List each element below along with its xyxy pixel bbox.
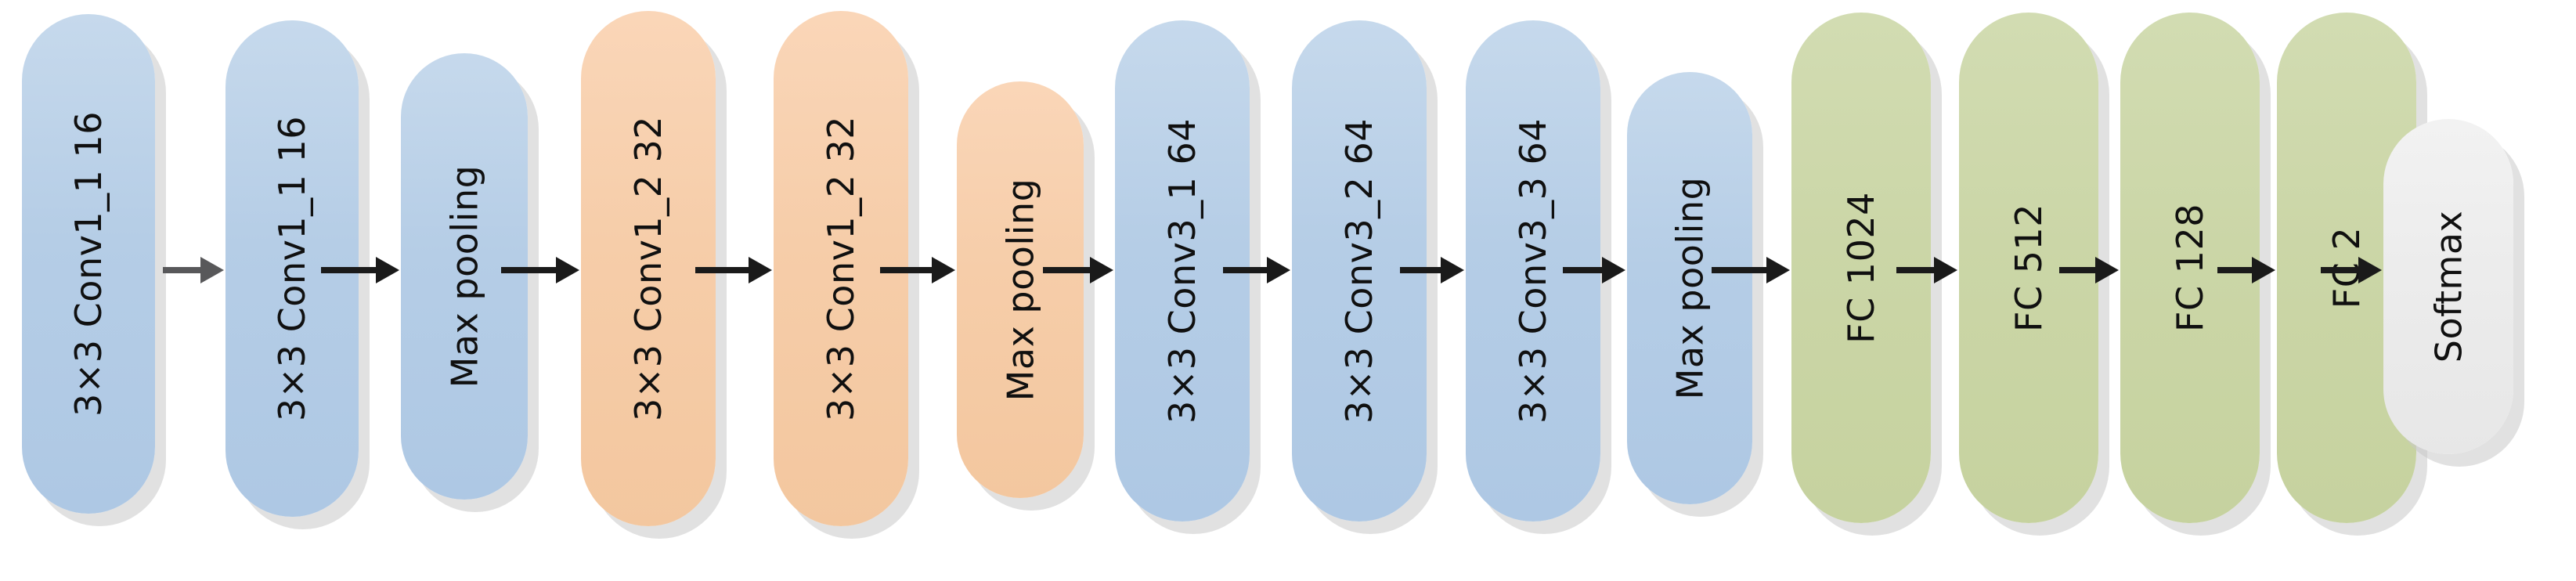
- layer-block-label: FC 128: [2169, 204, 2211, 332]
- arrow-head-icon: [1267, 257, 1290, 283]
- arrow-shaft: [321, 267, 377, 273]
- layer-block-conv1_2_a[interactable]: 3×3 Conv1_2 32: [581, 11, 716, 526]
- layer-block-softmax[interactable]: Softmax: [2383, 119, 2513, 454]
- arrow-head-icon: [376, 257, 399, 283]
- arrow-head-icon: [1766, 257, 1790, 283]
- layer-block-label: FC 1024: [1840, 192, 1882, 344]
- arrow-shaft: [1563, 267, 1604, 273]
- layer-block-pool1[interactable]: Max pooling: [401, 53, 528, 500]
- arrow-head-icon: [2252, 257, 2275, 283]
- arrow-head-icon: [556, 257, 579, 283]
- layer-block-conv1_1_a[interactable]: 3×3 Conv1_1 16: [22, 14, 155, 514]
- arrow-head-icon: [200, 257, 224, 283]
- arrow-head-icon: [1934, 257, 1957, 283]
- arrow-head-icon: [2095, 257, 2119, 283]
- arrow-head-icon: [2358, 257, 2382, 283]
- arrow-shaft: [1043, 267, 1091, 273]
- arrow-head-icon: [1441, 257, 1464, 283]
- layer-block-label: 3×3 Conv3_3 64: [1512, 117, 1554, 424]
- arrow-head-icon: [932, 257, 955, 283]
- layer-block-label: 3×3 Conv3_1 64: [1161, 117, 1203, 424]
- arrow-head-icon: [749, 257, 772, 283]
- layer-block-label: 3×3 Conv1_2 32: [627, 115, 669, 422]
- arrow-shaft: [695, 267, 750, 273]
- layer-block-pool3[interactable]: Max pooling: [1627, 72, 1752, 504]
- layer-block-label: Softmax: [2427, 210, 2470, 363]
- arrow-shaft: [1223, 267, 1268, 273]
- arrow-shaft: [1712, 267, 1768, 273]
- layer-block-label: Max pooling: [443, 164, 485, 388]
- arrow-shaft: [1400, 267, 1442, 273]
- layer-block-label: 3×3 Conv1_1 16: [67, 110, 110, 417]
- layer-block-label: 3×3 Conv3_2 64: [1338, 117, 1380, 424]
- arrow-shaft: [501, 267, 557, 273]
- layer-block-label: FC 512: [2008, 204, 2050, 332]
- arrow-shaft: [2321, 267, 2360, 273]
- layer-block-label: 3×3 Conv1_1 16: [271, 115, 313, 422]
- arrow-shaft: [163, 267, 202, 273]
- arrow-shaft: [2059, 267, 2097, 273]
- arrow-head-icon: [1090, 257, 1113, 283]
- arrow-shaft: [880, 267, 933, 273]
- layer-block-label: Max pooling: [1669, 176, 1711, 400]
- layer-block-label: Max pooling: [999, 178, 1041, 402]
- layer-block-pool2[interactable]: Max pooling: [957, 81, 1084, 498]
- arrow-shaft: [2217, 267, 2253, 273]
- arrow-head-icon: [1602, 257, 1625, 283]
- layer-block-label: 3×3 Conv1_2 32: [820, 115, 862, 422]
- arrow-shaft: [1896, 267, 1936, 273]
